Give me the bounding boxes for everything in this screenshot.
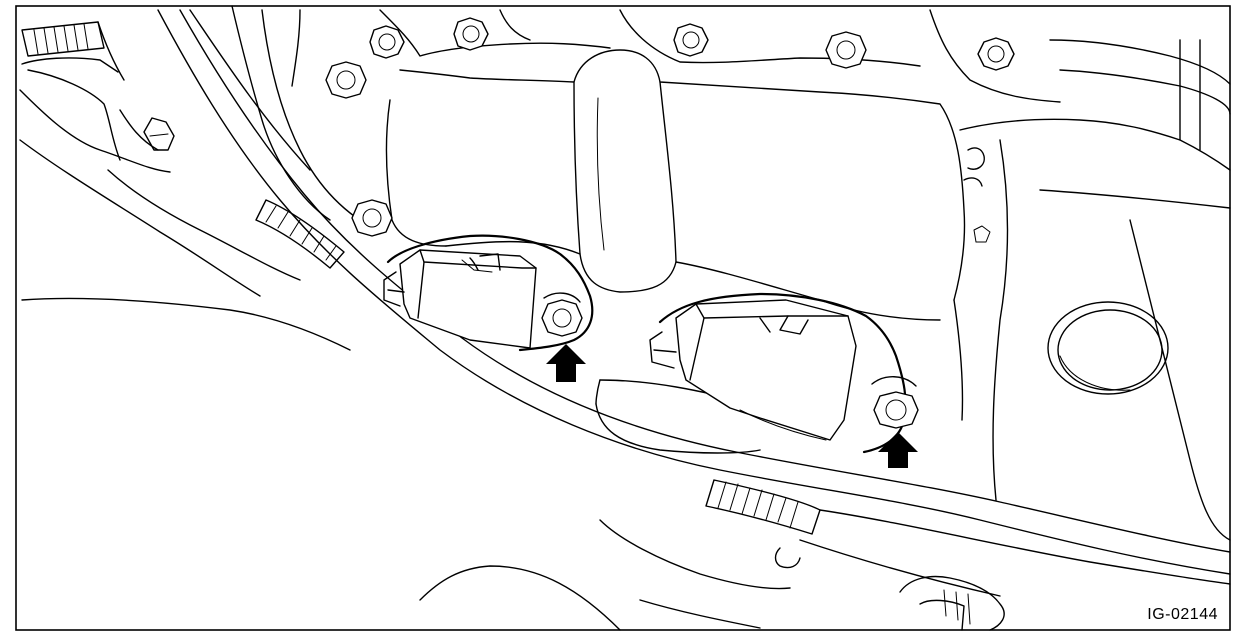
up-arrow-indicator-right <box>878 432 918 468</box>
bolt-2 <box>453 17 489 51</box>
mounting-bolts <box>325 17 1015 237</box>
up-arrow-indicator-left <box>546 344 586 382</box>
lower-hose-hatch <box>705 479 821 535</box>
bolt-3 <box>673 23 709 57</box>
left-grille-hatch <box>21 21 125 81</box>
bolt-1 <box>369 25 405 59</box>
left-hose-hatch <box>255 199 345 269</box>
drain-plug <box>1047 301 1169 395</box>
figure-border <box>15 5 1231 631</box>
bolt-7 <box>351 199 393 237</box>
hose-clamp <box>899 575 1005 631</box>
knock-sensor-right <box>649 292 919 454</box>
bolt-4 <box>825 31 867 69</box>
figure-code-label: IG-02144 <box>1147 606 1218 623</box>
knock-sensor-left <box>383 234 594 352</box>
bolt-5 <box>977 37 1015 71</box>
bolt-6 <box>325 61 367 99</box>
engine-block-drawing <box>19 5 1231 631</box>
